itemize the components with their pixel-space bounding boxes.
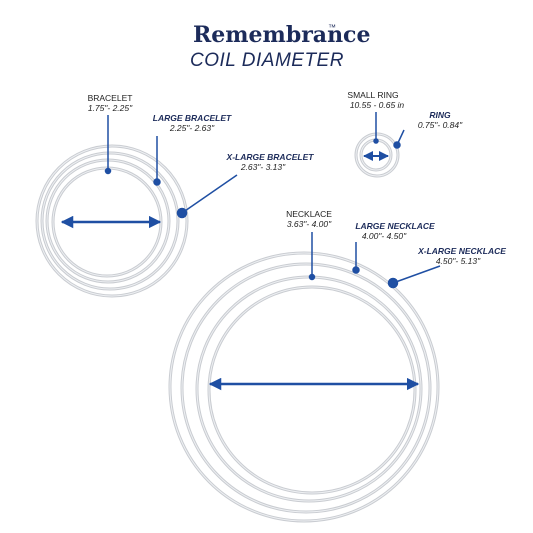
xlarge-necklace-marker-dot bbox=[387, 277, 399, 289]
xlarge-bracelet-range: 2.63"- 3.13" bbox=[240, 162, 286, 172]
necklace-range: 3.63"- 4.00" bbox=[287, 219, 332, 229]
large-bracelet-label: LARGE BRACELET bbox=[153, 113, 232, 123]
necklace-ring bbox=[195, 275, 423, 503]
small-ring-marker-dot bbox=[373, 138, 379, 144]
size-labels: BRACELET 1.75"- 2.25" LARGE BRACELET 2.2… bbox=[88, 90, 507, 266]
bracelet-coil bbox=[35, 144, 189, 298]
xlarge-bracelet-label: X-LARGE BRACELET bbox=[226, 152, 315, 162]
ring-marker-dot bbox=[393, 141, 401, 149]
necklace-label: NECKLACE bbox=[286, 209, 332, 219]
small-ring-range: 10.55 - 0.65 in bbox=[350, 100, 405, 110]
bracelet-label: BRACELET bbox=[88, 93, 133, 103]
xlarge-necklace-ring-highlight bbox=[169, 252, 439, 522]
xlarge-bracelet-leader-line bbox=[181, 174, 238, 214]
xlarge-necklace-range: 4.50"- 5.13" bbox=[436, 256, 481, 266]
ring-label: RING bbox=[429, 110, 451, 120]
large-bracelet-range: 2.25"- 2.63" bbox=[169, 123, 215, 133]
brand-title: Remembrance bbox=[193, 22, 370, 48]
trademark-symbol: ™ bbox=[328, 23, 336, 32]
large-bracelet-marker-dot bbox=[153, 178, 161, 186]
ring-range: 0.75"- 0.84" bbox=[418, 120, 463, 130]
ring-outer-highlight bbox=[355, 133, 399, 177]
xlarge-necklace-leader-line bbox=[392, 265, 441, 284]
small-ring-label: SMALL RING bbox=[347, 90, 398, 100]
xlarge-bracelet-marker-dot bbox=[176, 207, 188, 219]
necklace-coil bbox=[168, 251, 440, 523]
header: Remembrance ™ COIL DIAMETER bbox=[190, 22, 370, 71]
large-necklace-ring-highlight bbox=[181, 263, 431, 513]
large-necklace-range: 4.00"- 4.50" bbox=[362, 231, 407, 241]
large-necklace-ring bbox=[180, 262, 432, 514]
bracelet-range: 1.75"- 2.25" bbox=[88, 103, 133, 113]
necklace-inner-ring bbox=[207, 285, 417, 495]
necklace-marker-dot bbox=[308, 273, 316, 281]
xlarge-necklace-label: X-LARGE NECKLACE bbox=[417, 246, 506, 256]
large-necklace-label: LARGE NECKLACE bbox=[355, 221, 435, 231]
page-subtitle: COIL DIAMETER bbox=[190, 50, 344, 71]
large-bracelet-ring-highlight bbox=[41, 152, 179, 290]
callouts bbox=[104, 112, 441, 289]
bracelet-marker-dot bbox=[104, 167, 112, 175]
xlarge-bracelet-ring-highlight bbox=[36, 145, 188, 297]
large-necklace-marker-dot bbox=[352, 266, 360, 274]
